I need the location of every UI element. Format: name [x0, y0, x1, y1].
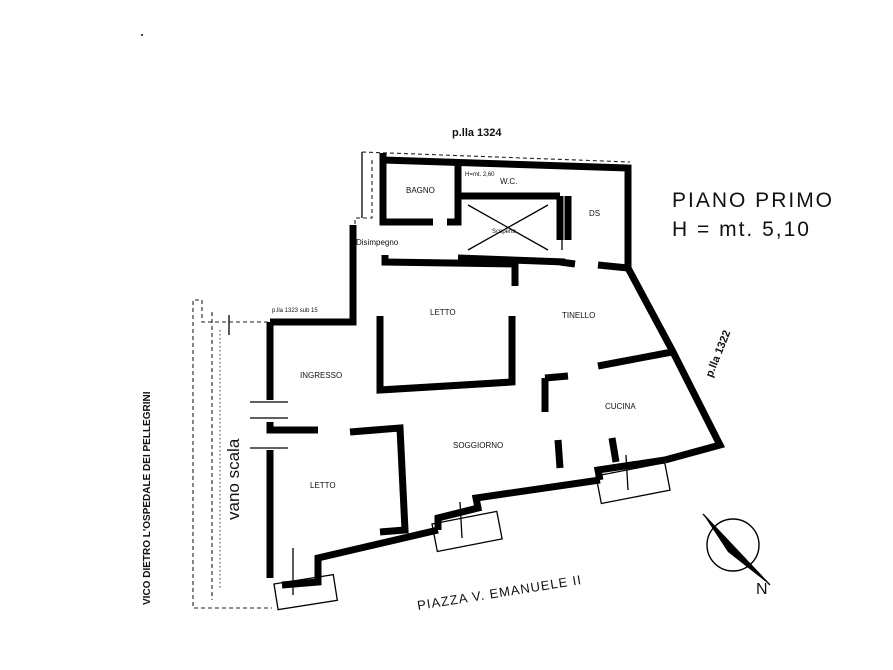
parcel-east: p.lla 1322 — [704, 329, 734, 379]
room-wc: W.C. — [500, 177, 517, 186]
parcel-north: p.lla 1324 — [452, 127, 502, 139]
room-ingresso: INGRESSO — [300, 371, 342, 380]
walls — [266, 153, 726, 589]
compass-circle — [706, 518, 760, 572]
balcony-east — [595, 461, 671, 505]
street-south: PIAZZA V. EMANUELE II — [416, 572, 583, 613]
balcony-center — [431, 510, 503, 553]
room-soggiorno: SOGGIORNO — [453, 441, 503, 450]
floor-height: H = mt. 5,10 — [672, 218, 811, 241]
room-letto-north: LETTO — [430, 308, 456, 317]
room-tinello: TINELLO — [562, 311, 595, 320]
room-cucina: CUCINA — [605, 402, 636, 411]
property-boundary — [192, 151, 631, 609]
room-letto-south: LETTO — [310, 481, 336, 490]
compass-north-letter: N — [756, 581, 768, 598]
balcony-west — [273, 573, 339, 611]
room-labels: BAGNO H=mt. 2,60 W.C. Scoperto DS Disimp… — [300, 172, 636, 490]
room-scoperto: Scoperto — [492, 229, 517, 235]
speck — [141, 34, 143, 36]
room-wc-height: H=mt. 2,60 — [465, 172, 495, 178]
courtyard-hatch — [467, 204, 549, 251]
street-west: VICO DIETRO L'OSPEDALE DEI PELLEGRINI — [142, 391, 153, 605]
parcel-west-sub: p.lla 1323 sub 15 — [272, 308, 318, 314]
door-marks — [228, 236, 629, 595]
floor-title: PIANO PRIMO — [672, 189, 834, 212]
balconies — [273, 461, 671, 611]
room-disimpegno: Disimpegno — [356, 238, 399, 247]
stair-label: vano scala — [224, 438, 243, 520]
room-ds: DS — [589, 209, 600, 218]
north-compass: N — [702, 513, 771, 598]
room-bagno: BAGNO — [406, 186, 435, 195]
title-block: PIANO PRIMO H = mt. 5,10 — [672, 189, 834, 241]
